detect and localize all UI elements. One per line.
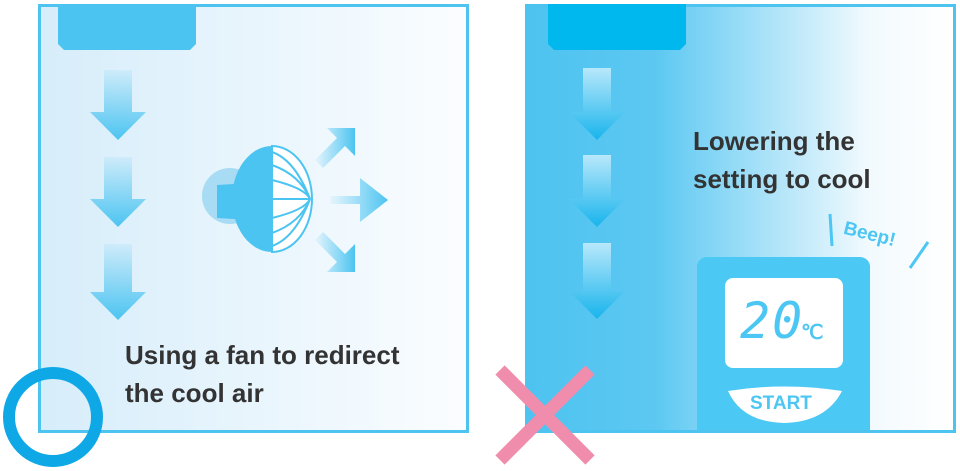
caption-line: setting to cool — [693, 164, 871, 194]
air-conditioner-right — [548, 4, 686, 50]
fan-icon — [202, 144, 313, 254]
airflow-arrows — [315, 128, 388, 272]
temperature-display — [725, 278, 843, 368]
temperature-unit: ℃ — [801, 322, 824, 344]
remote-control — [696, 256, 871, 430]
incorrect-cross-icon — [495, 365, 595, 465]
caption-line: the cool air — [125, 378, 264, 408]
caption-line: Using a fan to redirect — [125, 340, 400, 370]
right-caption: Lowering the setting to cool — [693, 122, 871, 198]
left-caption: Using a fan to redirect the cool air — [125, 336, 400, 412]
correct-circle-icon — [3, 367, 103, 467]
temperature-value: 20 — [740, 292, 805, 350]
cool-air-arrows-right — [569, 68, 625, 319]
start-button[interactable] — [728, 386, 842, 424]
cool-air-arrows-left — [90, 70, 146, 320]
beep-lines — [828, 213, 930, 269]
air-conditioner-left — [58, 4, 196, 50]
caption-line: Lowering the — [693, 126, 855, 156]
start-button-label[interactable]: START — [750, 393, 812, 414]
